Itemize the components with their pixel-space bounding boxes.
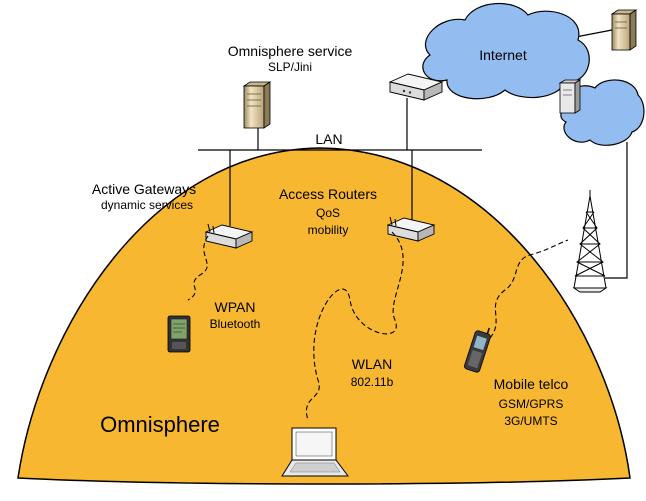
router-icon (388, 73, 444, 101)
mobility-label: mobility (308, 223, 349, 237)
active-gateways-label: Active Gateways (92, 181, 196, 197)
laptop-icon (281, 427, 349, 477)
bluetooth-label: Bluetooth (210, 317, 261, 331)
omnisphere-label: Omnisphere (100, 412, 220, 437)
cell-tower-icon (572, 190, 608, 293)
dynamic-services-label: dynamic services (101, 198, 193, 212)
mobile-telco-label: Mobile telco (494, 376, 569, 392)
server-icon (610, 9, 638, 51)
umts-label: 3G/UMTS (504, 414, 557, 428)
wlan-std-label: 802.11b (351, 375, 394, 389)
wireless-link-wlan (305, 231, 404, 421)
cloud-icon (560, 79, 645, 146)
qos-label: QoS (316, 206, 340, 220)
pda-icon (167, 315, 191, 353)
wireless-link-wpan (187, 235, 209, 301)
wpan-label: WPAN (215, 299, 256, 315)
server-icon (242, 81, 272, 129)
access-routers-label: Access Routers (279, 186, 377, 202)
link-cloud-to-tower (605, 142, 628, 279)
cloud-icon (422, 3, 590, 100)
wlan-label: WLAN (352, 356, 392, 372)
internet-label: Internet (479, 47, 527, 63)
slp-jini-label: SLP/Jini (268, 60, 312, 74)
router-icon (204, 223, 254, 249)
gsm-gprs-label: GSM/GPRS (499, 397, 564, 411)
mobile-phone-icon (464, 327, 491, 373)
wireless-link-mobile (489, 239, 569, 339)
server-icon (558, 79, 582, 114)
omnisphere-service-label: Omnisphere service (228, 43, 353, 59)
router-icon (386, 216, 436, 242)
omnisphere-region (17, 147, 631, 485)
lan-label: LAN (315, 131, 342, 147)
